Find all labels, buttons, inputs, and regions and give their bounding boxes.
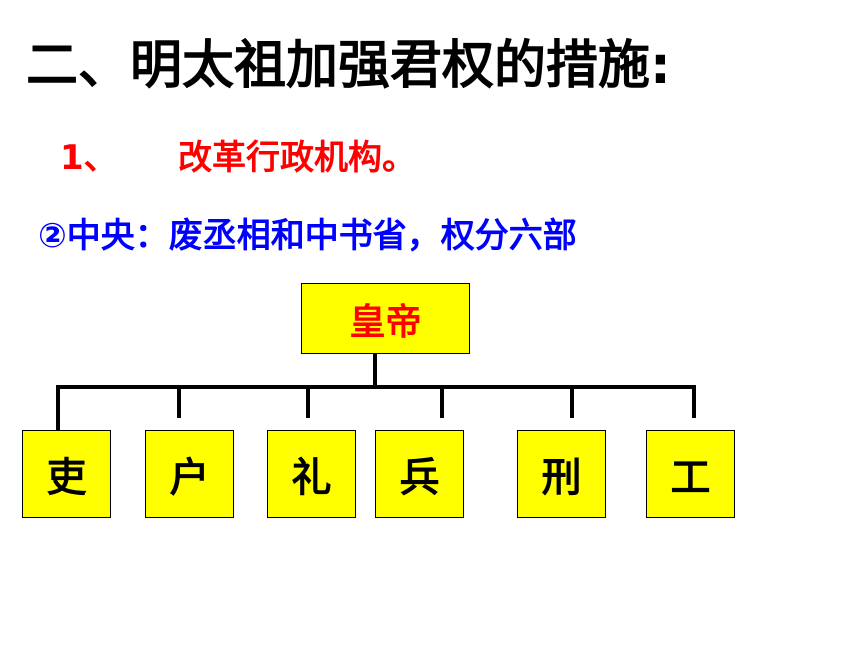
horizontal-bus [56,385,696,389]
dept-box-gong-works: 工 [646,430,735,518]
dept-box-li-personnel: 吏 [22,430,111,518]
central-reform-text: ②中央：废丞相和中书省，权分六部 [38,216,577,256]
section-number: 1、 [60,138,118,178]
section-heading: 1、 改革行政机构。 [60,138,416,178]
emperor-connector [373,353,377,387]
slide-title: 二、明太祖加强君权的措施: [26,36,671,96]
dept-connector-5 [570,385,574,418]
dept-box-hu-revenue: 户 [145,430,234,518]
emperor-box: 皇帝 [301,283,470,354]
dept-box-bing-war: 兵 [375,430,464,518]
dept-connector-1 [56,385,60,430]
dept-connector-4 [440,385,444,418]
dept-box-xing-justice: 刑 [517,430,606,518]
section-text: 改革行政机构。 [178,138,416,178]
dept-box-li-rites: 礼 [267,430,356,518]
dept-connector-6 [692,385,696,418]
dept-connector-3 [306,385,310,418]
dept-connector-2 [177,385,181,418]
